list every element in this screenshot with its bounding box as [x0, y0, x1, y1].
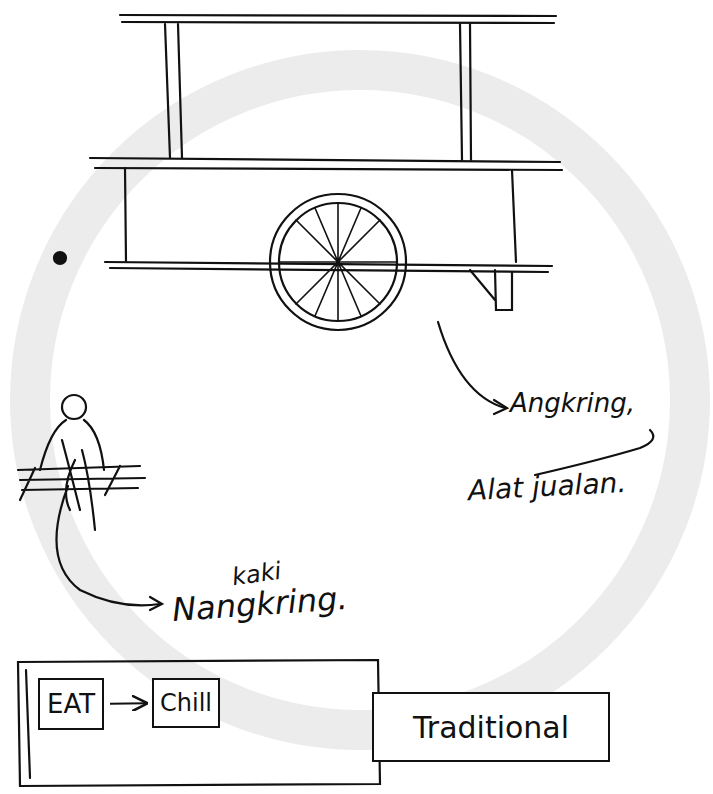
- sketch-box: Chill: [152, 678, 220, 728]
- wheel-spoke: [279, 203, 397, 321]
- flow-arrow: [110, 702, 146, 704]
- box-text: Chill: [160, 690, 212, 716]
- sketch-box: Traditional: [372, 692, 610, 762]
- ink-dot: [54, 252, 66, 264]
- watermark-ring: [30, 70, 690, 730]
- outer-frame: [18, 660, 380, 786]
- cart-wheel-rim: [279, 203, 397, 321]
- box-text: EAT: [47, 690, 95, 719]
- person-body: [40, 420, 104, 530]
- handwritten-note: Alat jualan.: [467, 466, 627, 507]
- arrow-head: [494, 400, 507, 414]
- top-board: [120, 15, 556, 23]
- sketch-box: EAT: [38, 678, 104, 730]
- arrow-head: [150, 597, 162, 610]
- cart-wheel: [270, 194, 406, 330]
- cart-post: [165, 24, 471, 160]
- middle-board: [90, 158, 562, 170]
- handwritten-note: Nangkring.: [171, 579, 349, 629]
- box-text: Traditional: [413, 711, 569, 744]
- bench: [18, 466, 145, 500]
- handwritten-note: Angkring,: [510, 388, 635, 418]
- leader-line: [56, 486, 160, 605]
- leader-line: [438, 322, 505, 408]
- cart-stand: [470, 270, 512, 310]
- person-head: [62, 395, 86, 419]
- cart-frame: [125, 168, 516, 262]
